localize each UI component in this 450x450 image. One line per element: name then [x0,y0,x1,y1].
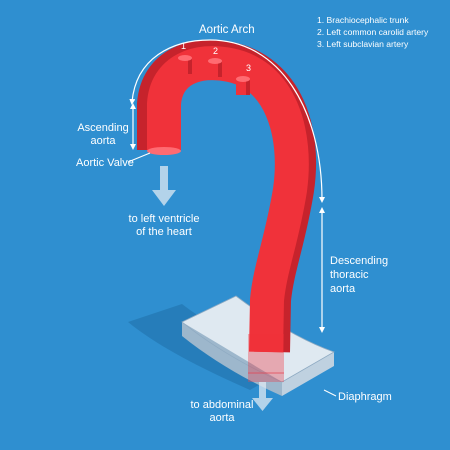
to-abdominal-line1: to abdominal [190,399,254,411]
legend-item-3: 3. Left subclavian artery [317,39,409,49]
branch-number-2: 2 [213,46,219,56]
branch-3-stub [236,76,250,95]
branch-2-stub [208,58,222,77]
arrow-to-abdominal [252,382,273,411]
arrow-to-ventricle [152,166,176,206]
branch-1-stub [178,55,192,74]
to-abdominal-aorta-label: to abdominal aorta [182,399,262,425]
branch-number-3: 3 [246,63,252,73]
aorta-below-diaphragm [248,372,284,382]
to-abdominal-line2: aorta [209,412,235,424]
descending-line3: aorta [330,283,356,295]
aortic-arch-bracket [129,39,325,203]
branch-legend: 1. Brachiocephalic trunk 2. Left common … [317,14,428,50]
to-ventricle-line1: to left ventricle [128,213,200,225]
ascending-aorta-label: Ascending aorta [76,122,130,148]
aortic-arch-label: Aortic Arch [199,24,255,36]
ascending-aorta-line1: Ascending [77,122,129,134]
legend-item-2: 2. Left common carolid artery [317,27,429,37]
to-left-ventricle-label: to left ventricle of the heart [119,213,209,239]
aorta-through-diaphragm [248,334,284,374]
legend-item-1: 1. Brachiocephalic trunk [317,15,409,25]
aortic-valve-opening [147,147,181,155]
ascending-aorta-line2: aorta [90,135,116,147]
diaphragm-leader [323,389,337,397]
aortic-valve-leader [127,152,151,163]
to-ventricle-line2: of the heart [136,226,192,238]
branch-number-1: 1 [181,41,187,51]
descending-line2: thoracic [330,269,369,281]
descending-aorta-label: Descending thoracic aorta [330,254,388,296]
diaphragm-label: Diaphragm [338,391,392,403]
descending-line1: Descending [330,255,389,267]
aortic-valve-label: Aortic Valve [76,157,134,169]
